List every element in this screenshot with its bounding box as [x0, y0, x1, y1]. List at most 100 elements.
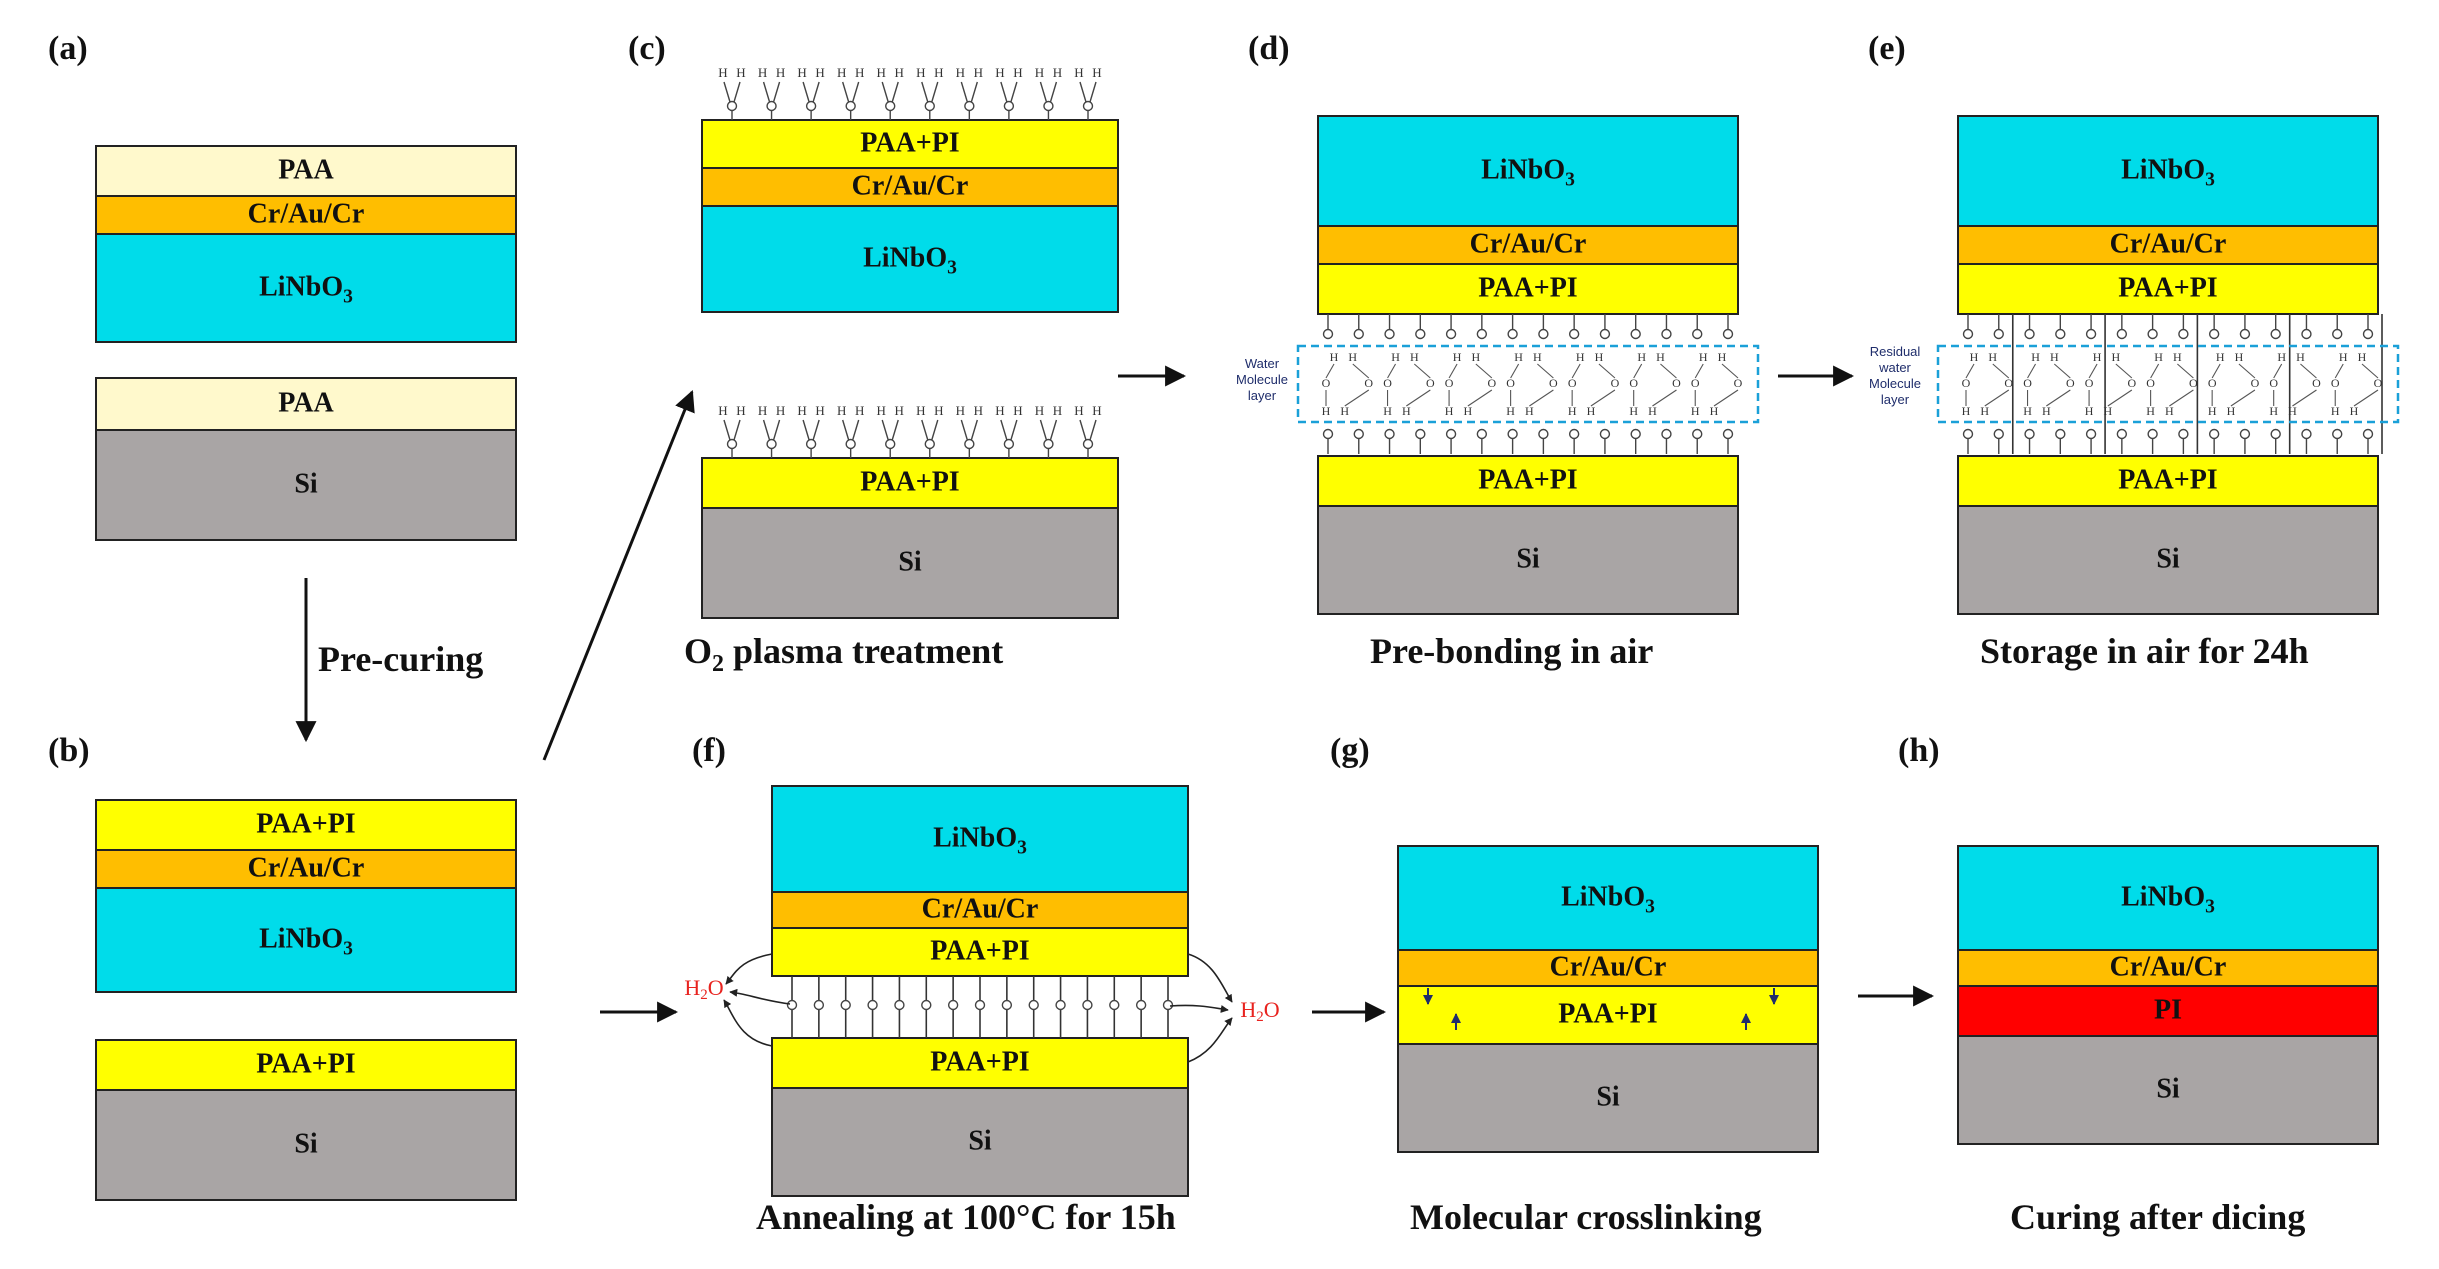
layer-label-si: Si	[1596, 1081, 1620, 1112]
hydrogen-atom: H	[736, 65, 745, 80]
oxygen-atom	[1993, 328, 2004, 340]
bond	[762, 81, 771, 103]
oxygen-atom	[2362, 328, 2374, 340]
hydrogen-atom: H	[1330, 350, 1339, 364]
layer-linbo3	[1957, 115, 2379, 227]
hydrogen-atom: H	[2085, 404, 2094, 418]
hydrogen-atom: H	[877, 403, 886, 418]
hydrogen-atom: H	[2269, 404, 2278, 418]
layer-linbo3	[95, 887, 517, 993]
oxygen-atom	[964, 438, 975, 450]
h2o-escape-arrow	[1169, 1004, 1229, 1013]
hydrogen-atom: H	[1410, 350, 1419, 364]
layer-si	[95, 1089, 517, 1201]
layer-cr_au_cr	[95, 849, 517, 889]
oxygen-atom	[947, 999, 959, 1011]
layer-cr_au_cr	[1957, 949, 2379, 987]
oxygen-atom	[1415, 428, 1426, 440]
bond	[1713, 389, 1739, 407]
oxygen-atom: O	[2189, 376, 2198, 390]
layer-label-paa_pi: PAA+PI	[256, 808, 355, 839]
hydrogen-atom: H	[995, 403, 1004, 418]
hydrogen-atom: H	[1445, 404, 1454, 418]
hydrogen-atom: H	[2146, 404, 2155, 418]
layer-paa_pi	[701, 457, 1119, 509]
panel-label-f: (f)	[692, 732, 726, 769]
hydrogen-atom: H	[974, 65, 983, 80]
oxygen-atom	[2178, 328, 2189, 340]
hydrogen-atom: H	[1035, 403, 1044, 418]
hydrogen-atom: H	[1391, 350, 1400, 364]
layer-paa_pi	[1317, 455, 1739, 507]
hydrogen-atom: H	[736, 403, 745, 418]
bond	[881, 81, 889, 103]
hydrogen-atom: H	[1576, 350, 1585, 364]
oxygen-atom: O	[2331, 376, 2340, 390]
bond	[1467, 389, 1493, 407]
layer-paa	[95, 145, 517, 197]
oxygen-atom	[1476, 428, 1488, 440]
hydrogen-atom: H	[1525, 404, 1534, 418]
oxygen-atom	[1538, 428, 1549, 440]
water-molecule-layer-box	[1936, 344, 2400, 424]
layer-label-paa_pi: PAA+PI	[2118, 464, 2217, 495]
hydrogen-atom: H	[815, 403, 824, 418]
layer-label-si: Si	[294, 1128, 318, 1159]
oxygen-atom	[1568, 428, 1580, 440]
layer-linbo3	[1397, 845, 1819, 951]
layer-label-paa_pi: PAA+PI	[860, 466, 959, 497]
oxygen-atom	[1538, 328, 1549, 340]
layer-label-paa: PAA	[278, 387, 334, 418]
layer-linbo3	[1317, 115, 1739, 227]
bond	[2088, 363, 2098, 379]
layer-label-si: Si	[968, 1125, 992, 1156]
caption-g: Molecular crosslinking	[1410, 1197, 1762, 1237]
bond	[772, 81, 781, 103]
hydrogen-atom: H	[1514, 350, 1523, 364]
hydrogen-atom: H	[2288, 404, 2297, 418]
bond	[1633, 363, 1643, 379]
oxygen-atom: O	[1488, 376, 1497, 390]
hydrogen-atom: H	[2165, 404, 2174, 418]
layer-label-cr_au_cr: Cr/Au/Cr	[922, 893, 1039, 924]
layer-label-linbo3: LiNbO3	[259, 271, 353, 306]
hydrogen-atom: H	[758, 403, 767, 418]
hydrogen-atom: H	[1074, 403, 1083, 418]
h2o-right-label: H2O	[1240, 997, 1279, 1025]
bond	[2230, 389, 2256, 407]
hydrogen-atom: H	[1629, 404, 1638, 418]
bond	[1039, 81, 1048, 103]
bond	[723, 81, 731, 103]
oxygen-atom: O	[2251, 376, 2260, 390]
oxygen-atom	[1722, 428, 1734, 440]
hydrogen-atom: H	[2339, 350, 2348, 364]
oxygen-atom	[2085, 328, 2097, 340]
oxygen-atom	[2208, 428, 2220, 440]
oxygen-atom	[1003, 438, 1015, 450]
hydrogen-atom: H	[1962, 404, 1971, 418]
caption-f: Annealing at 100°C for 15h	[756, 1197, 1176, 1237]
oxygen-atom: O	[1962, 376, 1971, 390]
bond	[723, 419, 731, 441]
oxygen-atom: O	[2208, 376, 2217, 390]
hydrogen-atom: H	[718, 403, 727, 418]
layer-label-cr_au_cr: Cr/Au/Cr	[248, 198, 365, 229]
h2o-escape-arrow	[729, 988, 791, 1005]
panel-label-c: (c)	[628, 30, 666, 67]
bond	[1079, 419, 1087, 441]
bond	[2107, 389, 2133, 407]
oxygen-atom	[2332, 428, 2343, 440]
layer-linbo3	[701, 205, 1119, 313]
bond	[1000, 419, 1008, 441]
oxygen-atom	[2239, 428, 2251, 440]
layer-label-paa: PAA	[278, 154, 334, 185]
hydrogen-atom: H	[1595, 350, 1604, 364]
oxygen-atom	[1322, 428, 1334, 440]
oxygen-atom: O	[1734, 376, 1743, 390]
oxygen-atom: O	[2004, 376, 2013, 390]
bond	[2353, 389, 2379, 407]
